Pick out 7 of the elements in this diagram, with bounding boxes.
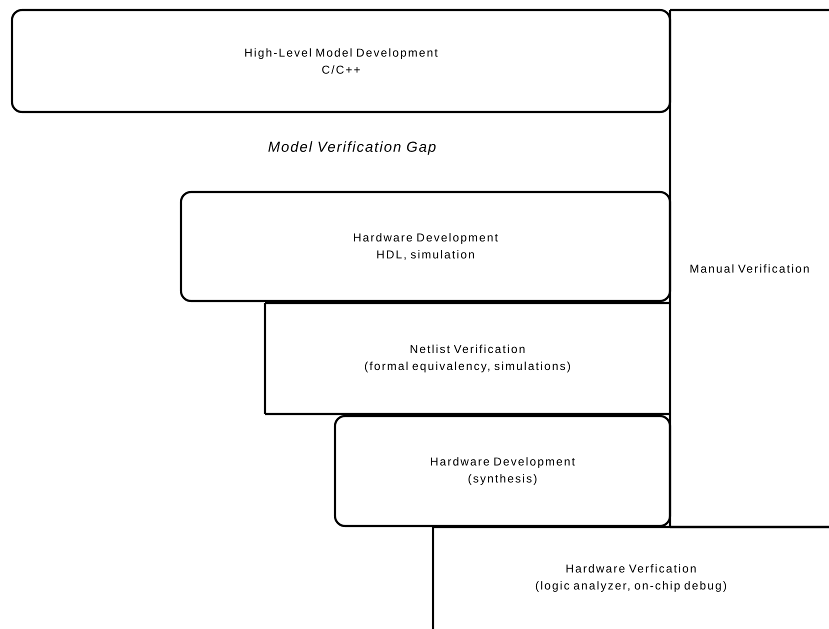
italic-label: Model Verification Gap bbox=[268, 141, 436, 155]
open-box: Netlist Verification (formal equivalency, simulations) bbox=[264, 302, 670, 416]
rounded-box: Hardware Development (synthesis) bbox=[334, 414, 672, 528]
open-box: Hardware Verfication (logic analyzer, on-chip debug) bbox=[432, 526, 829, 629]
rounded-box: High-Level Model Development C/C++ bbox=[10, 8, 672, 114]
rounded-box: Hardware Development HDL, simulation bbox=[180, 190, 672, 302]
open-box: Manual Verification bbox=[668, 8, 829, 528]
